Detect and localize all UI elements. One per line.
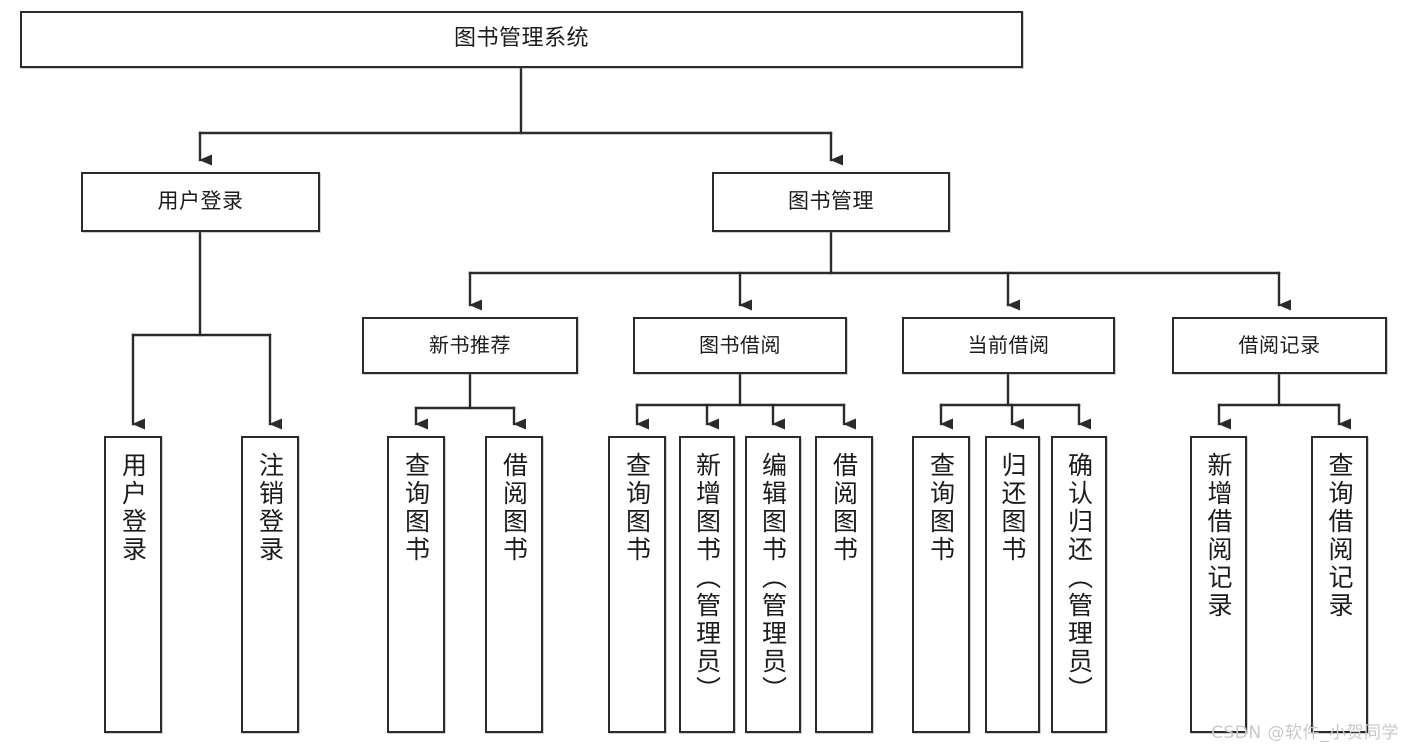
node-root-system-label: 图书管理系统 <box>453 26 589 52</box>
leaf-logout[interactable]: 注销登录 <box>241 436 299 733</box>
leaf-query-book-newbook[interactable]: 查询图书 <box>387 436 445 733</box>
leaf-add-book-admin[interactable]: 新增图书（管理员） <box>679 436 735 733</box>
leaf-query-book-borrow[interactable]: 查询图书 <box>608 436 666 733</box>
leaf-query-book-borrow-label: 查询图书 <box>622 452 652 564</box>
node-current-borrow[interactable]: 当前借阅 <box>902 317 1115 374</box>
node-borrow-records[interactable]: 借阅记录 <box>1172 317 1387 374</box>
node-book-management[interactable]: 图书管理 <box>712 172 950 232</box>
leaf-user-login-label: 用户登录 <box>118 452 148 564</box>
leaf-user-login[interactable]: 用户登录 <box>104 436 162 733</box>
node-new-book-recommend-label: 新书推荐 <box>429 333 511 358</box>
leaf-borrow-book[interactable]: 借阅图书 <box>815 436 873 733</box>
leaf-confirm-return-admin-label: 确认归还（管理员） <box>1064 452 1094 704</box>
leaf-query-book-newbook-label: 查询图书 <box>401 452 431 564</box>
node-book-borrow[interactable]: 图书借阅 <box>633 317 847 374</box>
node-borrow-records-label: 借阅记录 <box>1238 333 1321 358</box>
leaf-add-book-admin-label: 新增图书（管理员） <box>692 452 722 704</box>
leaf-edit-book-admin-label: 编辑图书（管理员） <box>758 452 788 704</box>
leaf-borrow-book-newbook-label: 借阅图书 <box>499 452 529 564</box>
leaf-return-book-label: 归还图书 <box>998 452 1027 564</box>
leaf-add-borrow-record-label: 新增借阅记录 <box>1204 452 1233 620</box>
leaf-add-borrow-record[interactable]: 新增借阅记录 <box>1190 436 1247 733</box>
leaf-query-book-current[interactable]: 查询图书 <box>912 436 970 733</box>
node-user-login[interactable]: 用户登录 <box>81 172 320 232</box>
csdn-watermark: CSDN @软件_小贺同学 <box>1211 723 1399 743</box>
leaf-return-book[interactable]: 归还图书 <box>985 436 1040 733</box>
leaf-borrow-book-newbook[interactable]: 借阅图书 <box>485 436 543 733</box>
leaf-edit-book-admin[interactable]: 编辑图书（管理员） <box>745 436 801 733</box>
leaf-query-book-current-label: 查询图书 <box>926 452 956 564</box>
node-current-borrow-label: 当前借阅 <box>967 333 1050 358</box>
node-root-system[interactable]: 图书管理系统 <box>20 11 1023 68</box>
leaf-query-borrow-record[interactable]: 查询借阅记录 <box>1311 436 1368 733</box>
node-new-book-recommend[interactable]: 新书推荐 <box>362 317 578 374</box>
node-user-login-label: 用户登录 <box>157 189 244 214</box>
leaf-borrow-book-label: 借阅图书 <box>829 452 859 564</box>
leaf-logout-label: 注销登录 <box>255 452 285 564</box>
node-book-borrow-label: 图书借阅 <box>699 333 781 358</box>
leaf-confirm-return-admin[interactable]: 确认归还（管理员） <box>1051 436 1107 733</box>
leaf-query-borrow-record-label: 查询借阅记录 <box>1325 452 1354 620</box>
node-book-management-label: 图书管理 <box>788 189 874 214</box>
